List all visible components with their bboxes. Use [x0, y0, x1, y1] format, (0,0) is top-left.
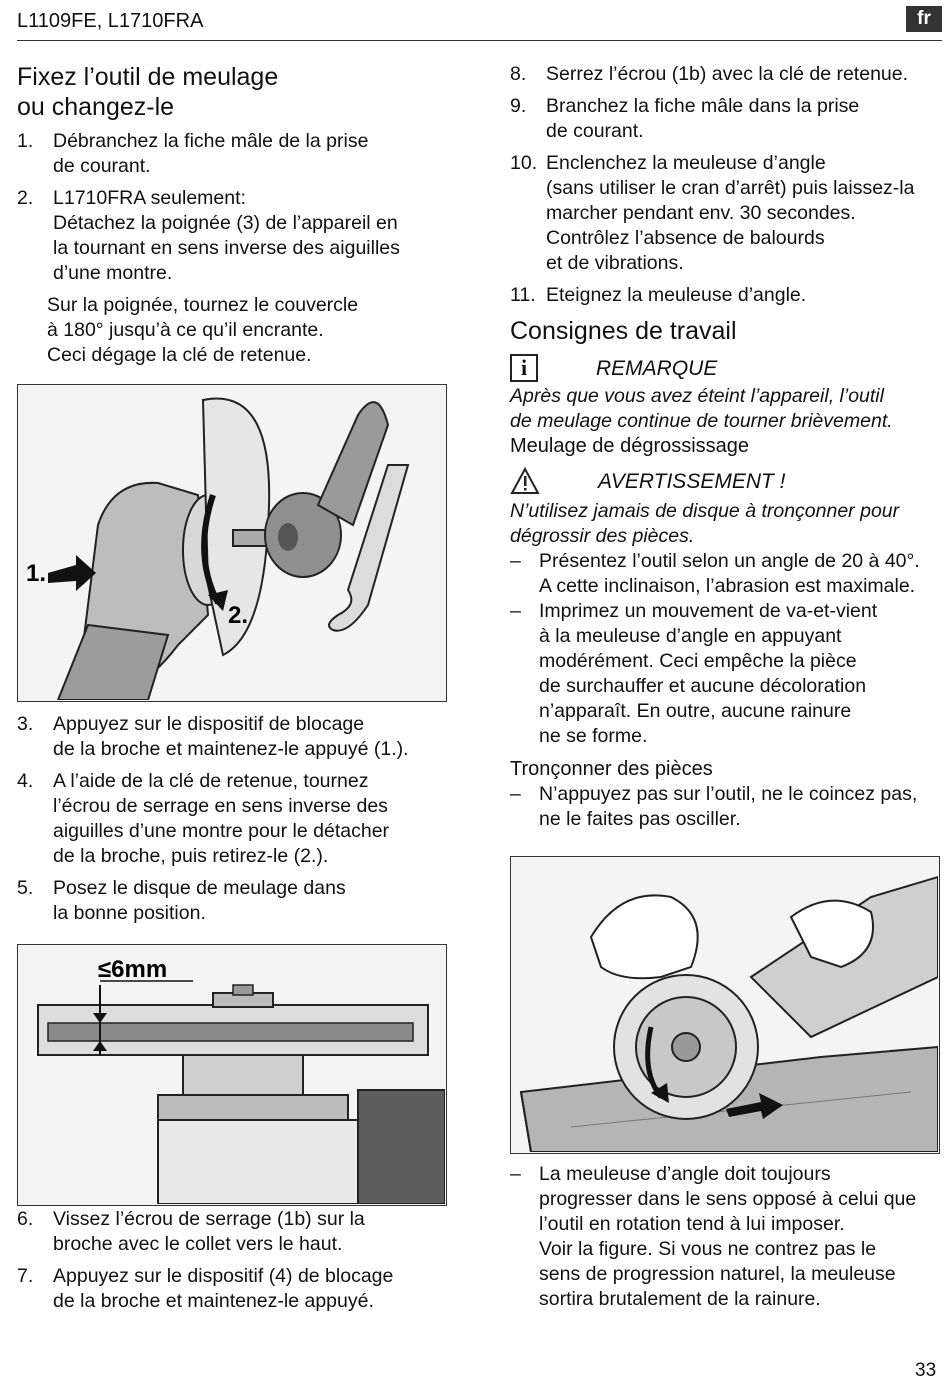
note-title: REMARQUE [596, 356, 718, 380]
figure-cutting [510, 856, 940, 1154]
direction-arrow-icon [726, 1093, 783, 1119]
left-column-bottom: 6. Vissez l’écrou de serrage (1b) sur la… [17, 1203, 457, 1314]
figure-disc-thickness: ≤6mm [17, 944, 447, 1206]
fig1-label-2: 2. [228, 602, 248, 629]
bullet-motion: – Imprimez un mouvement de va-et-vient à… [510, 600, 878, 747]
section-title-change-tool: Fixez l’outil de meulage ou changez-le [17, 62, 457, 122]
side-handle-shape [316, 401, 390, 527]
left-column-top: Fixez l’outil de meulage ou changez-le 1… [17, 62, 457, 368]
warning-header: AVERTISSEMENT ! [510, 467, 945, 495]
subheading-roughing: Meulage de dégrossissage [510, 435, 750, 457]
left-column-mid: 3. Appuyez sur le dispositif de blocage … [17, 708, 457, 926]
figure-grinder-disassembly: 1. 2. [17, 384, 447, 702]
right-hand-shape [789, 899, 874, 969]
step-4: 4. A l’aide de la clé de retenue, tourne… [17, 770, 390, 867]
note-header: i REMARQUE [510, 354, 945, 382]
right-column-top: 8. Serrez l’écrou (1b) avec la clé de re… [510, 58, 945, 832]
grinding-disc-shape [47, 1022, 414, 1042]
bullet-angle: – Présentez l’outil selon un angle de 20… [510, 550, 920, 597]
title-line-2: ou changez-le [17, 93, 175, 121]
right-column-bottom: – La meuleuse d’angle doit toujours prog… [510, 1162, 945, 1312]
push-arrow-icon [48, 555, 96, 591]
page-number: 33 [915, 1360, 937, 1381]
note-body: Après que vous avez éteint l’appareil, l… [510, 385, 893, 432]
step-6: 6. Vissez l’écrou de serrage (1b) sur la… [17, 1208, 365, 1255]
language-badge: fr [906, 6, 942, 32]
info-icon: i [510, 354, 538, 382]
step-5: 5. Posez le disque de meulage dans la bo… [17, 877, 346, 924]
bullet-direction: – La meuleuse d’angle doit toujours prog… [510, 1163, 917, 1310]
step-10: 10. Enclenchez la meuleuse d’angle (sans… [510, 152, 915, 274]
bullet-no-press: – N’appuyez pas sur l’outil, ne le coinc… [510, 783, 918, 830]
header-rule [17, 40, 942, 41]
step-3: 3. Appuyez sur le dispositif de blocage … [17, 713, 409, 760]
step-11: 11. Eteignez la meuleuse d’angle. [510, 284, 807, 306]
title-line-1: Fixez l’outil de meulage [17, 63, 279, 91]
step-8: 8. Serrez l’écrou (1b) avec la clé de re… [510, 63, 909, 85]
step-2: 2. L1710FRA seulement: Détachez la poign… [17, 187, 400, 284]
step-9: 9. Branchez la fiche mâle dans la prise … [510, 95, 860, 142]
warning-triangle-icon [510, 467, 540, 494]
left-hand-shape [589, 894, 699, 980]
step-2-extra: Sur la poignée, tournez le couvercle à 1… [47, 294, 359, 366]
subheading-cutting: Tronçonner des pièces [510, 758, 713, 780]
document-model-header: L1109FE, L1710FRA [17, 10, 204, 32]
fig1-label-1: 1. [26, 560, 46, 587]
wrench-shape [328, 464, 410, 632]
step-7: 7. Appuyez sur le dispositif (4) de bloc… [17, 1265, 394, 1312]
warning-title: AVERTISSEMENT ! [598, 469, 786, 493]
warning-body: N’utilisez jamais de disque à tronçonner… [510, 500, 900, 547]
fig2-thickness-label: ≤6mm [98, 956, 167, 983]
section-title-work-instructions: Consignes de travail [510, 317, 737, 345]
step-1: 1. Débranchez la fiche mâle de la prise … [17, 130, 369, 177]
